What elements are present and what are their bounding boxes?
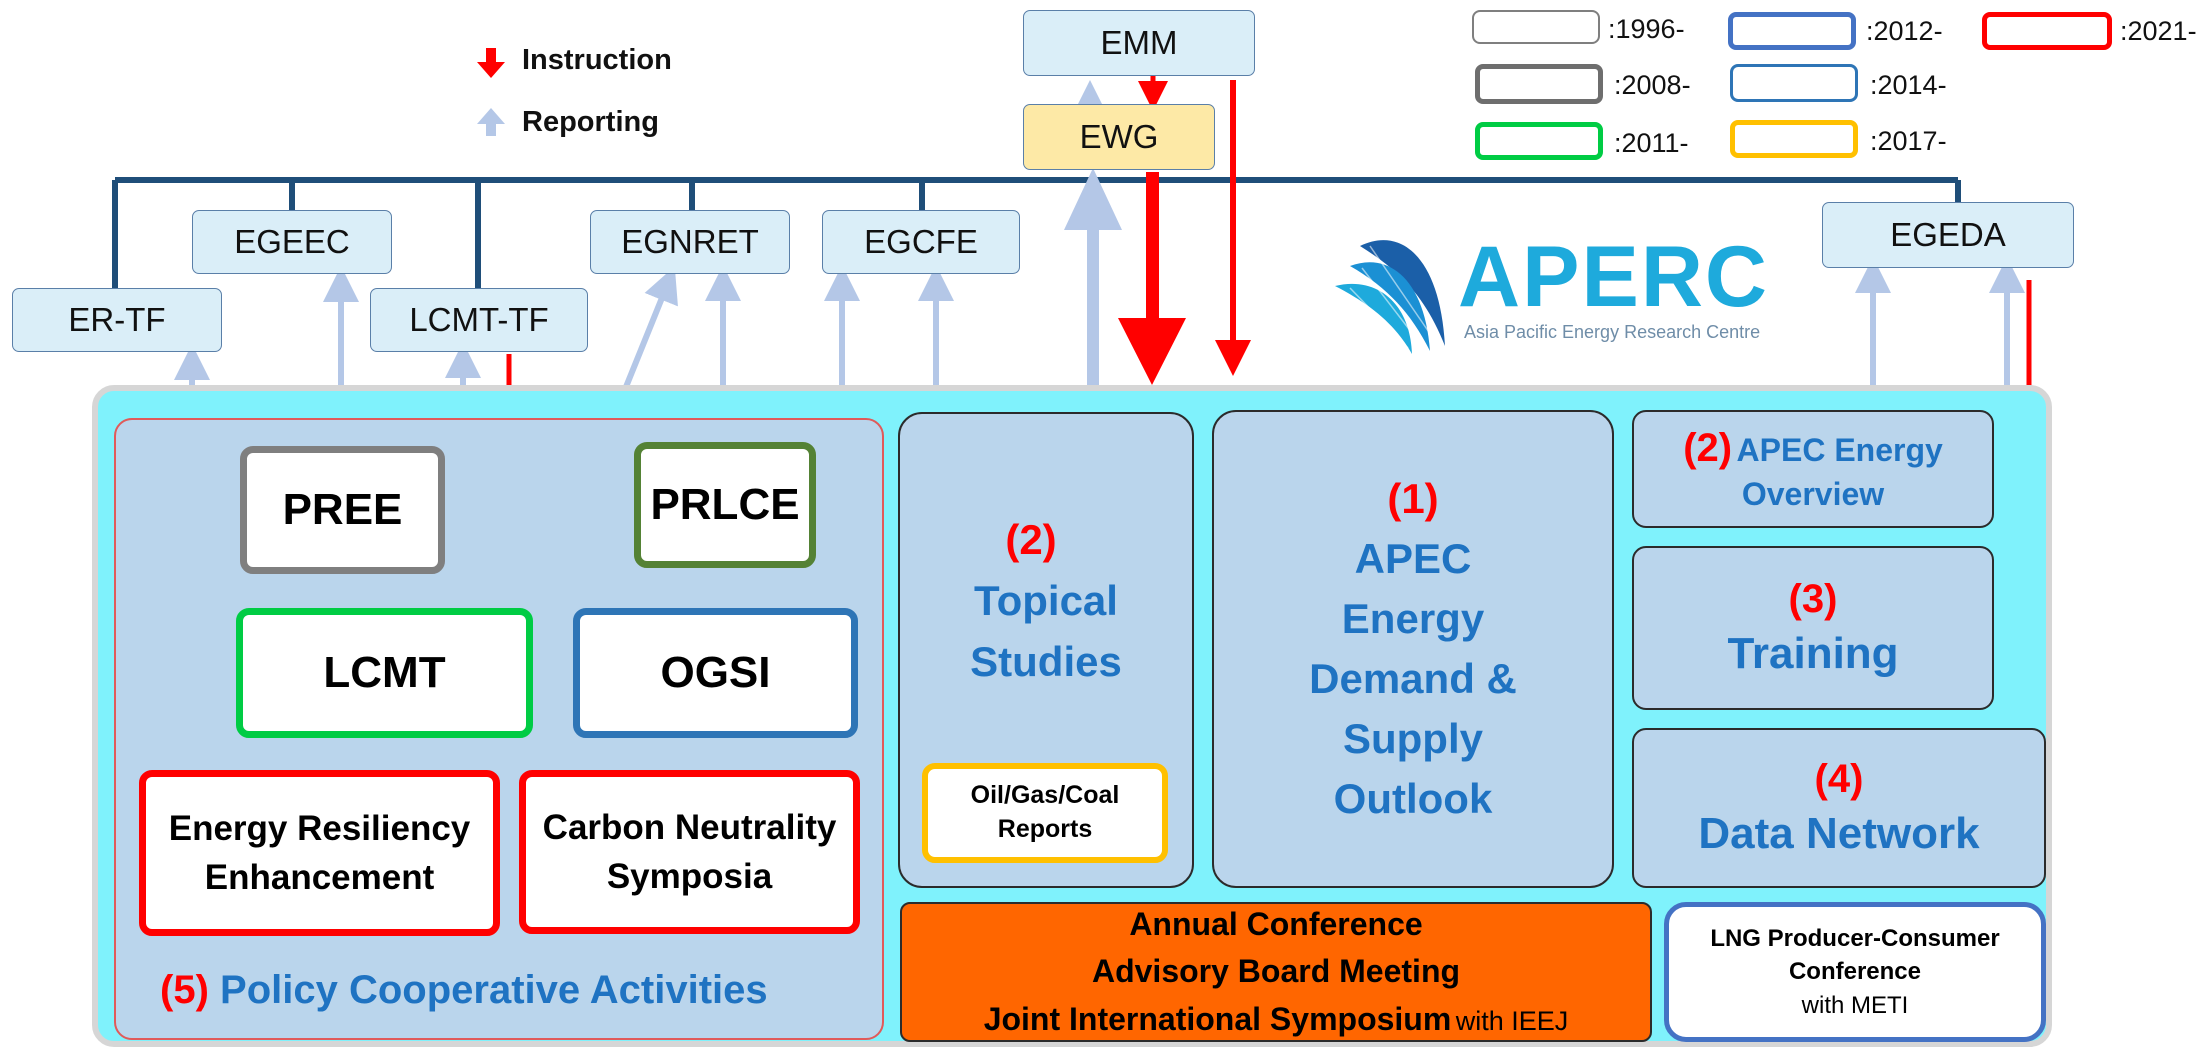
cns-line1: Carbon Neutrality — [542, 808, 837, 847]
reports-line2: Reports — [997, 815, 1093, 843]
key-swatch-2017 — [1730, 120, 1858, 158]
aperc-logo-name: APERC — [1458, 229, 1770, 325]
legend-instruction-arrow — [477, 48, 505, 78]
egeda-box: EGEDA — [1822, 202, 2074, 268]
key-label-2017: :2017- — [1870, 126, 1947, 156]
topical-num: (2) — [1005, 516, 1057, 563]
erh-line2: Enhancement — [204, 858, 435, 897]
annual-conference-box: Annual Conference Advisory Board Meeting… — [900, 902, 1652, 1042]
legend-instruction-label: Instruction — [522, 44, 672, 76]
training-title: Training — [1727, 629, 1899, 679]
cns-line2: Symposia — [606, 857, 773, 896]
key-label-2011: :2011- — [1614, 128, 1689, 158]
program-pree: PREE — [240, 446, 445, 574]
key-swatch-2021 — [1982, 12, 2112, 50]
outlook-line1: APEC — [1354, 534, 1472, 582]
energy-overview-tile: (2) APEC Energy Overview — [1632, 410, 1994, 528]
key-swatch-2008 — [1475, 64, 1603, 104]
topical-line1: Topical — [974, 576, 1118, 624]
key-label-1996: :1996- — [1608, 14, 1685, 44]
aperc-logo-mark — [1335, 240, 1445, 354]
legend-reporting-label: Reporting — [522, 106, 659, 138]
er-tf-box: ER-TF — [12, 288, 222, 352]
oil-gas-coal-reports: Oil/Gas/Coal Reports — [922, 763, 1168, 863]
outlook-tile: (1) APEC Energy Demand & Supply Outlook — [1212, 410, 1614, 888]
aperc-logo-tagline: Asia Pacific Energy Research Centre — [1464, 322, 1761, 342]
topical-studies-text: (2) Topical Studies — [898, 510, 1194, 693]
outlook-num: (1) — [1387, 474, 1439, 522]
reporting-arrow-large — [1064, 168, 1122, 385]
ewg-box: EWG — [1023, 104, 1215, 170]
egnret-box: EGNRET — [590, 210, 790, 274]
program-carbon-neutrality: Carbon Neutrality Symposia — [519, 770, 860, 934]
outlook-line5: Outlook — [1333, 775, 1493, 823]
outlook-line2: Energy — [1341, 594, 1485, 642]
outlook-line3: Demand & — [1309, 655, 1517, 702]
training-num: (3) — [1788, 577, 1838, 622]
conference-line3: Joint International Symposium — [983, 1000, 1452, 1037]
egcfe-box: EGCFE — [822, 210, 1020, 274]
program-energy-resiliency: Energy Resiliency Enhancement — [139, 770, 500, 936]
aperc-logo: APERC Asia Pacific Energy Research Centr… — [1330, 216, 1770, 356]
conference-line1: Annual Conference — [1129, 906, 1423, 943]
lng-line1: LNG Producer-Consumer — [1710, 924, 2000, 952]
hierarchy-bus — [112, 177, 1961, 288]
overview-num: (2) — [1683, 426, 1733, 471]
key-swatch-2012 — [1728, 12, 1856, 50]
reports-line1: Oil/Gas/Coal — [970, 781, 1120, 810]
lcmt-tf-box: LCMT-TF — [370, 288, 588, 352]
overview-line2: Overview — [1741, 476, 1885, 513]
key-label-2008: :2008- — [1614, 70, 1691, 100]
outlook-line4: Supply — [1342, 715, 1483, 763]
program-ogsi: OGSI — [573, 608, 858, 738]
legend-reporting-arrow — [477, 108, 505, 136]
lng-line2: Conference — [1788, 958, 1922, 986]
key-label-2012: :2012- — [1866, 16, 1943, 46]
key-label-2014: :2014- — [1870, 70, 1947, 100]
program-prlce: PRLCE — [634, 442, 816, 568]
conference-line3-suffix: with IEEJ — [1455, 1005, 1569, 1036]
key-swatch-1996 — [1472, 10, 1600, 44]
conference-line2: Advisory Board Meeting — [1091, 953, 1461, 990]
egeec-box: EGEEC — [192, 210, 392, 274]
policy-num: (5) — [160, 968, 209, 1012]
data-network-tile: (4) Data Network — [1632, 728, 2046, 888]
key-label-2021: :2021- — [2120, 16, 2197, 46]
erh-line1: Energy Resiliency — [168, 809, 471, 848]
data-network-title: Data Network — [1698, 809, 1980, 859]
lng-line3: with METI — [1801, 991, 1909, 1019]
instruction-arrow-large — [1118, 172, 1186, 385]
lng-conference-box: LNG Producer-Consumer Conference with ME… — [1664, 902, 2046, 1042]
training-tile: (3) Training — [1632, 546, 1994, 710]
program-lcmt: LCMT — [236, 608, 533, 738]
key-swatch-2014 — [1730, 64, 1858, 102]
topical-line2: Studies — [970, 637, 1122, 685]
data-network-num: (4) — [1814, 757, 1864, 802]
emm-box: EMM — [1023, 10, 1255, 76]
policy-title-text: Policy Cooperative Activities — [220, 968, 768, 1012]
key-swatch-2011 — [1475, 122, 1603, 160]
policy-title: (5) Policy Cooperative Activities — [160, 968, 768, 1013]
overview-line1: APEC Energy — [1736, 432, 1943, 469]
